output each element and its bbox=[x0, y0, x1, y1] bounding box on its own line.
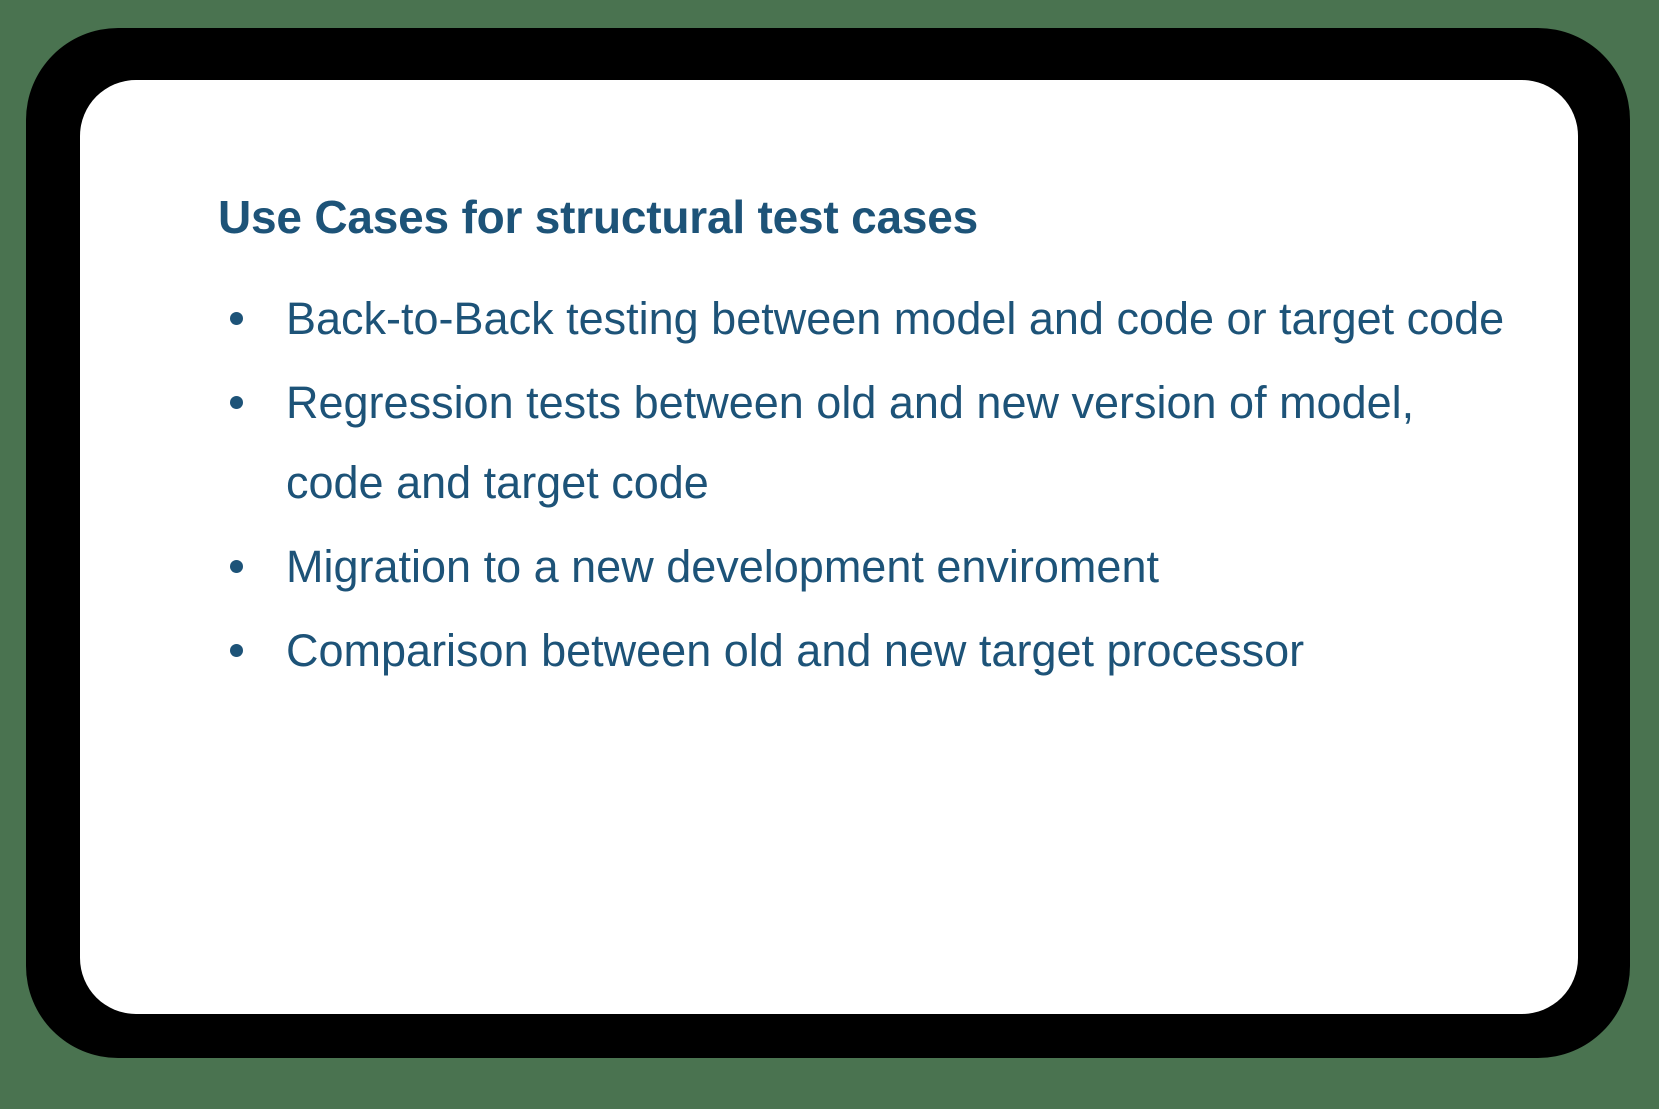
content-card: Use Cases for structural test cases Back… bbox=[80, 80, 1578, 1014]
bullet-dot-icon bbox=[230, 311, 243, 325]
list-item: Migration to a new development enviromen… bbox=[218, 527, 1508, 607]
use-case-list: Back-to-Back testing between model and c… bbox=[218, 279, 1508, 691]
list-item-label: Migration to a new development enviromen… bbox=[286, 540, 1159, 592]
list-item-label: Regression tests between old and new ver… bbox=[286, 376, 1415, 508]
rounded-frame-border: Use Cases for structural test cases Back… bbox=[26, 28, 1630, 1058]
bullet-dot-icon bbox=[230, 559, 243, 573]
bullet-dot-icon bbox=[230, 643, 243, 657]
card-content: Use Cases for structural test cases Back… bbox=[218, 192, 1508, 695]
bullet-dot-icon bbox=[230, 395, 243, 409]
list-item: Regression tests between old and new ver… bbox=[218, 363, 1508, 523]
page-title: Use Cases for structural test cases bbox=[218, 191, 979, 243]
list-item-label: Back-to-Back testing between model and c… bbox=[286, 292, 1505, 344]
list-item-label: Comparison between old and new target pr… bbox=[286, 624, 1305, 676]
list-item: Comparison between old and new target pr… bbox=[218, 611, 1508, 691]
list-item: Back-to-Back testing between model and c… bbox=[218, 279, 1508, 359]
